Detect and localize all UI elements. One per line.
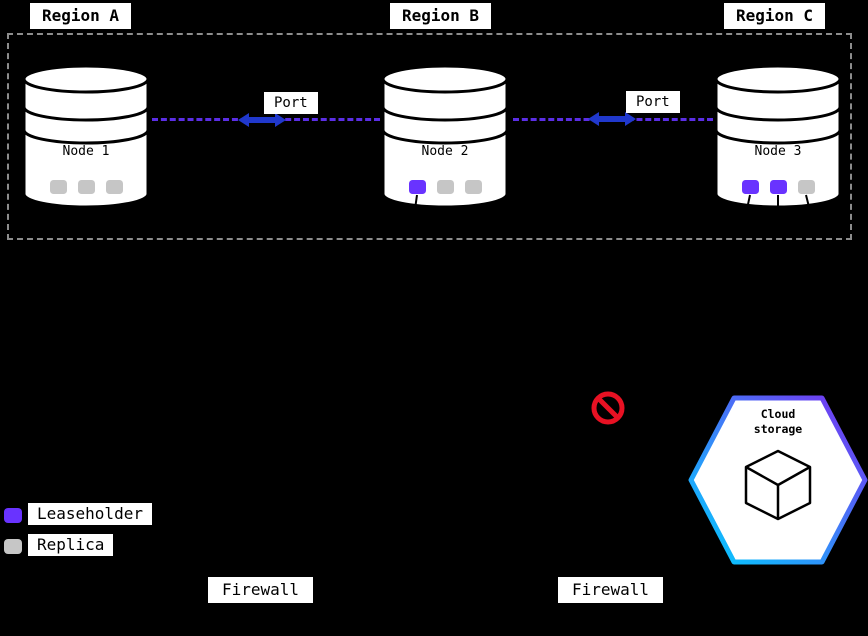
cluster-boundary bbox=[7, 33, 852, 240]
port-arrow-icon-2 bbox=[588, 112, 636, 126]
cloud-storage-hexagon-icon bbox=[688, 395, 868, 565]
port-arrow-icon-1 bbox=[238, 113, 286, 127]
replica-square bbox=[797, 180, 815, 194]
replica-swatch bbox=[4, 539, 22, 554]
replica-square bbox=[464, 180, 482, 194]
node-label: Node 1 bbox=[62, 144, 110, 159]
port-label-1: Port bbox=[264, 92, 318, 115]
leaseholder-square bbox=[408, 180, 426, 194]
legend-replica-label: Replica bbox=[28, 534, 114, 557]
replica-square bbox=[77, 180, 95, 194]
squares-row bbox=[713, 180, 843, 194]
cloud-storage-label-line2: storage bbox=[753, 421, 803, 436]
region-label-c: Region C bbox=[724, 3, 826, 30]
cloud-storage-label-line1: Cloud bbox=[760, 407, 796, 421]
node-label: Node 2 bbox=[421, 144, 469, 159]
leaseholder-square bbox=[741, 180, 759, 194]
region-label-b: Region B bbox=[390, 3, 492, 30]
database-cylinder-icon bbox=[714, 64, 842, 209]
legend-leaseholder-label: Leaseholder bbox=[28, 503, 152, 526]
database-cylinder-icon bbox=[381, 64, 509, 209]
firewall-label-2: Firewall bbox=[558, 577, 664, 604]
replica-square bbox=[49, 180, 67, 194]
firewall-label-1: Firewall bbox=[208, 577, 314, 604]
squares-row bbox=[380, 180, 510, 194]
port-label-2: Port bbox=[626, 91, 680, 114]
replica-square bbox=[105, 180, 123, 194]
database-cylinder-icon bbox=[22, 64, 150, 209]
squares-row bbox=[21, 180, 151, 194]
cube-icon bbox=[744, 449, 812, 521]
leaseholder-swatch bbox=[4, 508, 22, 523]
replica-square bbox=[436, 180, 454, 194]
prohibited-icon bbox=[591, 391, 625, 425]
cloud-storage-label: Cloud storage bbox=[688, 407, 868, 437]
node-3: Node 3 bbox=[713, 64, 843, 214]
node-2: Node 2 bbox=[380, 64, 510, 214]
leaseholder-square bbox=[769, 180, 787, 194]
node-label: Node 3 bbox=[754, 144, 802, 159]
region-label-a: Region A bbox=[30, 3, 132, 30]
range-connector-stub bbox=[777, 195, 779, 209]
node-1: Node 1 bbox=[21, 64, 151, 214]
